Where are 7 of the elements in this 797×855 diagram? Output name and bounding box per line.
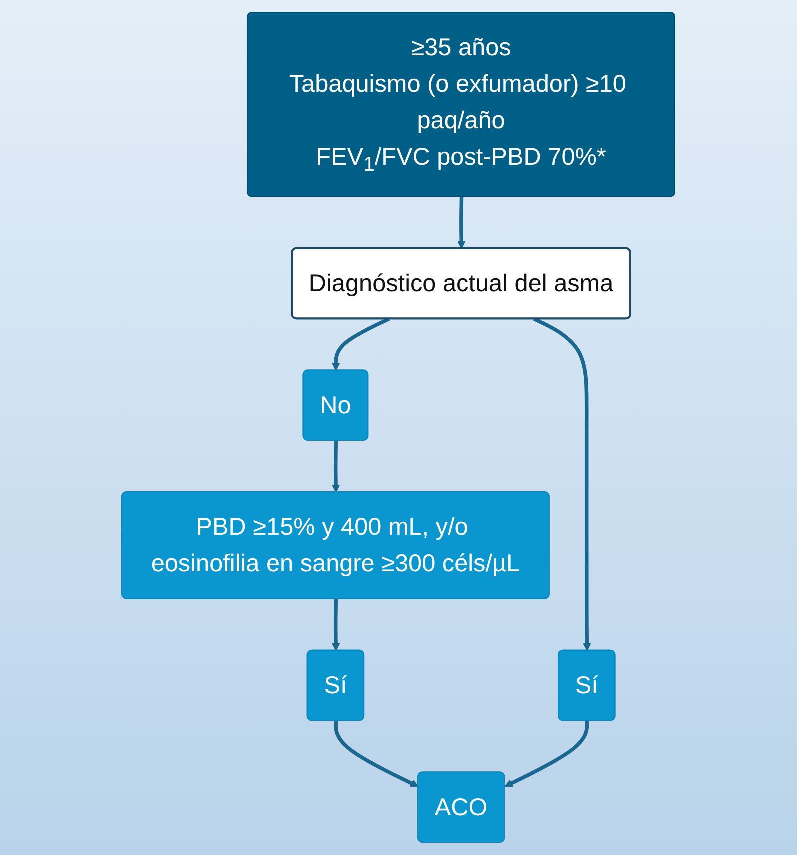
arrow	[334, 721, 419, 788]
arrow	[458, 197, 466, 250]
arrow	[332, 317, 390, 372]
arrow	[332, 599, 340, 652]
arrow	[332, 440, 340, 493]
arrow	[504, 721, 590, 788]
arrow	[533, 317, 592, 652]
